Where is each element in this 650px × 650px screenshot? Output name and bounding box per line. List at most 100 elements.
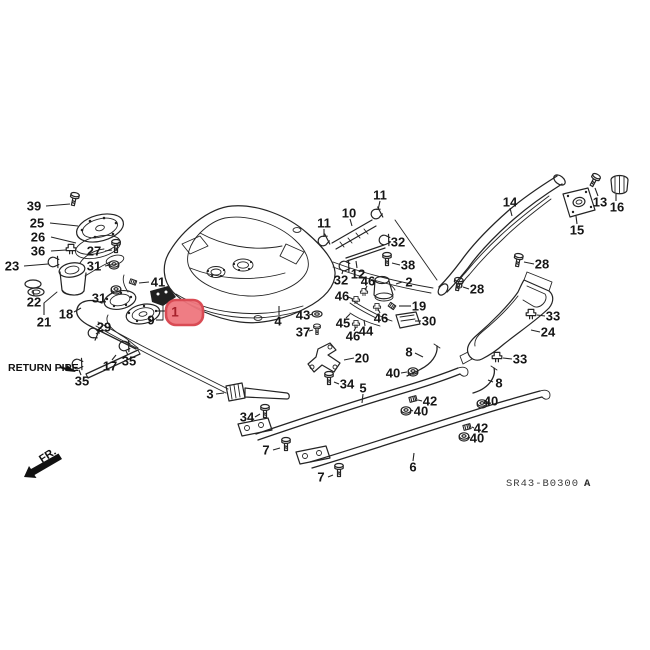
- part-label-28[interactable]: 28: [470, 282, 484, 297]
- part-label-5[interactable]: 5: [359, 381, 366, 396]
- leader-line: [377, 308, 381, 314]
- highlight-part-1[interactable]: [164, 298, 205, 327]
- part-label-14[interactable]: 14: [503, 195, 518, 210]
- leader-line: [95, 330, 101, 335]
- part-label-16[interactable]: 16: [610, 200, 624, 215]
- leader-line: [349, 218, 353, 227]
- leader-line: [138, 281, 150, 284]
- leader-line: [308, 329, 314, 332]
- part-label-18[interactable]: 18: [59, 307, 73, 322]
- part-label-25[interactable]: 25: [30, 216, 44, 231]
- part-label-4[interactable]: 4: [274, 314, 282, 329]
- leader-line: [215, 392, 225, 395]
- leader-line: [333, 381, 340, 385]
- part-label-2[interactable]: 2: [405, 275, 412, 290]
- part-label-11[interactable]: 11: [317, 216, 331, 231]
- part-label-26[interactable]: 26: [31, 230, 45, 245]
- part-label-34[interactable]: 34: [340, 377, 355, 392]
- leader-line: [471, 426, 475, 429]
- part-label-15[interactable]: 15: [570, 223, 584, 238]
- filler-pipe-drawing: [437, 174, 629, 365]
- highlight-group: 1: [156, 298, 205, 327]
- part-label-40[interactable]: 40: [470, 431, 484, 446]
- part-label-33[interactable]: 33: [513, 352, 527, 367]
- part-label-34[interactable]: 34: [240, 410, 255, 425]
- part-label-24[interactable]: 24: [541, 325, 556, 340]
- leader-line: [509, 207, 513, 217]
- feed-hose-drawing: [331, 219, 438, 329]
- part-label-11[interactable]: 11: [373, 188, 387, 203]
- leader-line: [308, 313, 314, 316]
- part-label-17[interactable]: 17: [103, 359, 117, 374]
- part-label-40[interactable]: 40: [414, 404, 428, 419]
- left-pump-module-drawing: [24, 213, 125, 297]
- part-label-46[interactable]: 46: [346, 329, 360, 344]
- leader-line: [107, 291, 114, 297]
- part-label-46[interactable]: 46: [374, 311, 388, 326]
- breather-pipes-drawing: [406, 343, 498, 394]
- part-label-9[interactable]: 9: [147, 313, 154, 328]
- leader-line: [50, 249, 67, 252]
- part-label-35[interactable]: 35: [122, 354, 136, 369]
- leader-line: [395, 281, 403, 285]
- leader-line: [23, 263, 49, 267]
- part-label-19[interactable]: 19: [412, 299, 426, 314]
- part-label-8[interactable]: 8: [495, 376, 502, 391]
- return-pipe-drawing: [76, 299, 229, 394]
- part-label-33[interactable]: 33: [546, 309, 560, 324]
- diagram-code: SR43-B0300: [506, 478, 579, 490]
- part-label-41[interactable]: 41: [151, 275, 165, 290]
- part-label-29[interactable]: 29: [97, 320, 111, 335]
- part-label-32[interactable]: 32: [391, 235, 405, 250]
- leader-line: [45, 203, 71, 207]
- part-label-38[interactable]: 38: [401, 258, 415, 273]
- leader-line: [353, 326, 357, 332]
- part-label-12[interactable]: 12: [351, 267, 365, 282]
- part-label-43[interactable]: 43: [296, 308, 310, 323]
- part-label-31[interactable]: 31: [92, 291, 106, 306]
- leader-line: [272, 447, 281, 451]
- leader-line: [536, 314, 546, 317]
- part-label-7[interactable]: 7: [317, 470, 324, 485]
- part-label-23[interactable]: 23: [5, 259, 19, 274]
- part-label-8[interactable]: 8: [405, 345, 412, 360]
- part-label-31[interactable]: 31: [87, 259, 101, 274]
- part-label-35[interactable]: 35: [75, 374, 89, 389]
- part-label-28[interactable]: 28: [535, 257, 549, 272]
- part-label-30[interactable]: 30: [422, 314, 436, 329]
- fr-arrow-icon: [24, 453, 62, 478]
- leader-line: [417, 399, 423, 402]
- leader-line: [111, 354, 117, 361]
- part-label-3[interactable]: 3: [206, 387, 213, 402]
- part-label-36[interactable]: 36: [31, 244, 45, 259]
- part-label-7[interactable]: 7: [262, 443, 269, 458]
- leader-line: [32, 289, 35, 297]
- leader-line: [462, 286, 470, 290]
- part-label-37[interactable]: 37: [296, 325, 310, 340]
- part-label-10[interactable]: 10: [342, 206, 356, 221]
- part-label-39[interactable]: 39: [27, 199, 41, 214]
- part-label-32[interactable]: 32: [334, 273, 348, 288]
- part-label-22[interactable]: 22: [27, 295, 41, 310]
- leader-line: [468, 436, 471, 439]
- leader-line: [377, 200, 381, 211]
- part-label-44[interactable]: 44: [359, 324, 374, 339]
- part-label-21[interactable]: 21: [37, 315, 51, 330]
- part-label-42[interactable]: 42: [474, 421, 488, 436]
- part-label-13[interactable]: 13: [593, 195, 607, 210]
- part-label-20[interactable]: 20: [355, 351, 369, 366]
- part-label-6[interactable]: 6: [409, 460, 416, 475]
- part-label-40[interactable]: 40: [484, 394, 498, 409]
- part-label-46[interactable]: 46: [335, 289, 349, 304]
- straps-drawing: [225, 342, 551, 469]
- part-label-27[interactable]: 27: [87, 244, 101, 259]
- part-label-46[interactable]: 46: [361, 274, 375, 289]
- part-label-42[interactable]: 42: [423, 394, 437, 409]
- highlight-part-label[interactable]: 1: [171, 305, 179, 320]
- leader-line: [50, 236, 77, 244]
- leader-line: [343, 357, 355, 361]
- part-label-45[interactable]: 45: [336, 316, 350, 331]
- leader-line: [523, 261, 535, 265]
- part-label-40[interactable]: 40: [386, 366, 400, 381]
